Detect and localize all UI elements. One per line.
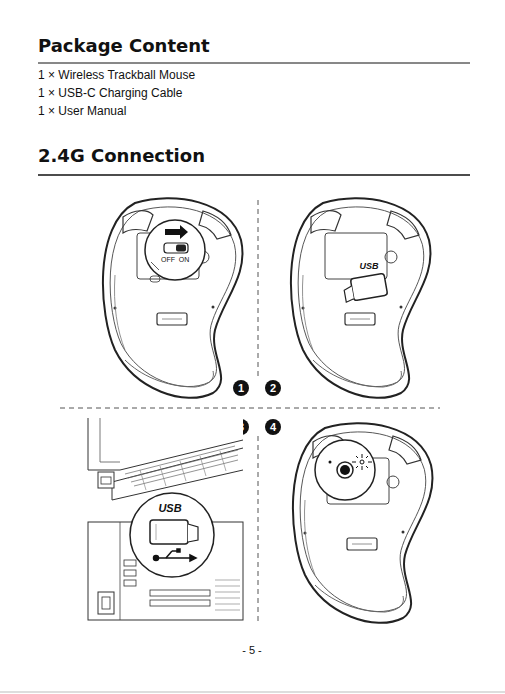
page-number: - 5 - (242, 644, 262, 656)
callout-number: 1 (238, 382, 244, 394)
part-label: USB (158, 502, 181, 514)
section-heading: 2.4G Connection (38, 146, 205, 166)
switch-label: OFF (161, 256, 175, 264)
part-label: USB (359, 262, 378, 272)
switch-label: ON (179, 256, 190, 264)
list-item: 1 × User Manual (38, 105, 126, 118)
section-heading: Package Content (38, 36, 210, 56)
callout-number: 3 (238, 421, 244, 433)
list-item: 1 × USB-C Charging Cable (38, 87, 182, 100)
callout-number: 4 (270, 421, 276, 433)
callout-number: 2 (270, 382, 276, 394)
list-item: 1 × Wireless Trackball Mouse (38, 69, 195, 82)
